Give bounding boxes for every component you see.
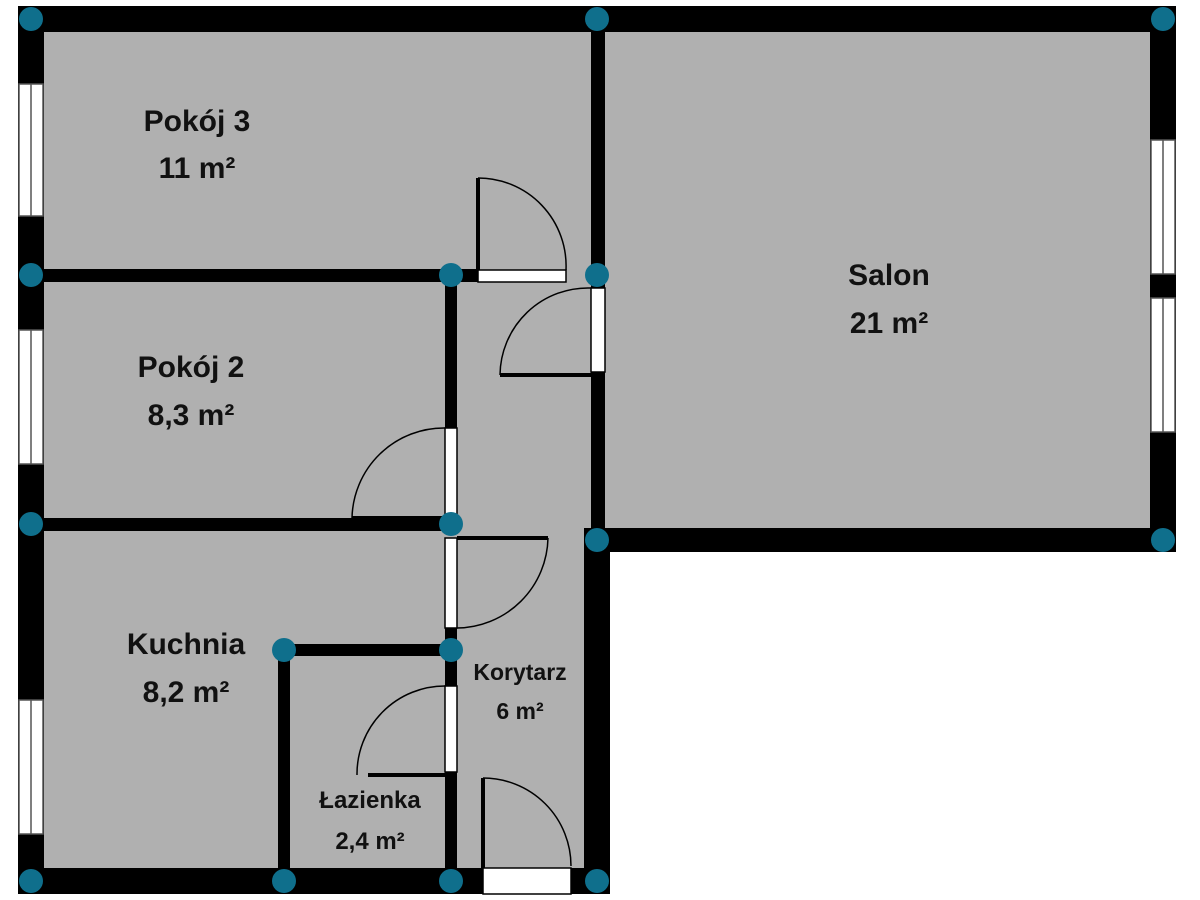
wall-bath-left — [278, 644, 290, 884]
room-area-lazienka: 2,4 m² — [335, 828, 404, 855]
wall-salon-bottom — [584, 528, 1176, 552]
room-name-pokoj-3: Pokój 3 — [144, 105, 251, 138]
wall-salon-corridor-low — [591, 372, 605, 552]
room-labels: Pokój 3 11 m² Salon 21 m² Pokój 2 8,3 m²… — [127, 105, 930, 855]
room-area-pokoj-3: 11 m² — [159, 152, 236, 185]
corner-node — [439, 638, 463, 662]
door-salon — [499, 287, 606, 377]
room-area-salon: 21 m² — [850, 307, 928, 340]
door-lazienka — [356, 685, 458, 777]
corner-node — [585, 7, 609, 31]
room-name-lazienka: Łazienka — [319, 787, 421, 814]
window-salon-upper — [1150, 139, 1176, 275]
wall-pokoj2-corridor — [445, 270, 457, 428]
room-name-pokoj-2: Pokój 2 — [138, 351, 245, 384]
wall-right-outer — [1150, 6, 1176, 552]
wall-corridor-right — [584, 528, 610, 894]
corner-node — [585, 528, 609, 552]
corner-node — [272, 638, 296, 662]
corner-node — [585, 263, 609, 287]
door-pokoj-3 — [476, 177, 567, 283]
window-salon-lower — [1150, 297, 1176, 433]
corner-node — [1151, 7, 1175, 31]
room-area-kuchnia: 8,2 m² — [143, 676, 230, 709]
floor-salon — [597, 32, 1150, 528]
wall-pokoj3-pokoj2 — [30, 269, 478, 282]
room-area-pokoj-2: 8,3 m² — [148, 399, 235, 432]
corner-node — [1151, 528, 1175, 552]
room-area-korytarz: 6 m² — [496, 698, 544, 724]
room-name-korytarz: Korytarz — [473, 659, 566, 685]
door-entrance — [481, 777, 572, 895]
wall-pokoj2-kuchnia — [30, 518, 457, 531]
floor-kuchnia — [44, 530, 451, 868]
doors — [351, 177, 606, 895]
corner-nodes — [19, 7, 1175, 893]
wall-pokoj3-salon — [591, 6, 605, 294]
corner-node — [19, 7, 43, 31]
windows — [18, 83, 1176, 835]
floor-areas — [44, 32, 1150, 868]
room-name-kuchnia: Kuchnia — [127, 628, 246, 661]
corner-node — [439, 512, 463, 536]
window-kuchnia — [18, 699, 44, 835]
corner-node — [439, 869, 463, 893]
window-pokoj-3 — [18, 83, 44, 217]
floor-korytarz — [451, 270, 597, 868]
floor-pokoj-2 — [44, 282, 451, 518]
corner-node — [19, 869, 43, 893]
wall-bath-right-lower — [445, 772, 457, 882]
corner-node — [19, 263, 43, 287]
corner-node — [19, 512, 43, 536]
floor-pokoj-3 — [44, 32, 597, 270]
door-kuchnia — [444, 536, 549, 629]
wall-bath-top — [284, 644, 454, 656]
corner-node — [585, 869, 609, 893]
corner-node — [439, 263, 463, 287]
corner-node — [272, 869, 296, 893]
window-pokoj-2 — [18, 329, 44, 465]
room-name-salon: Salon — [848, 259, 930, 292]
